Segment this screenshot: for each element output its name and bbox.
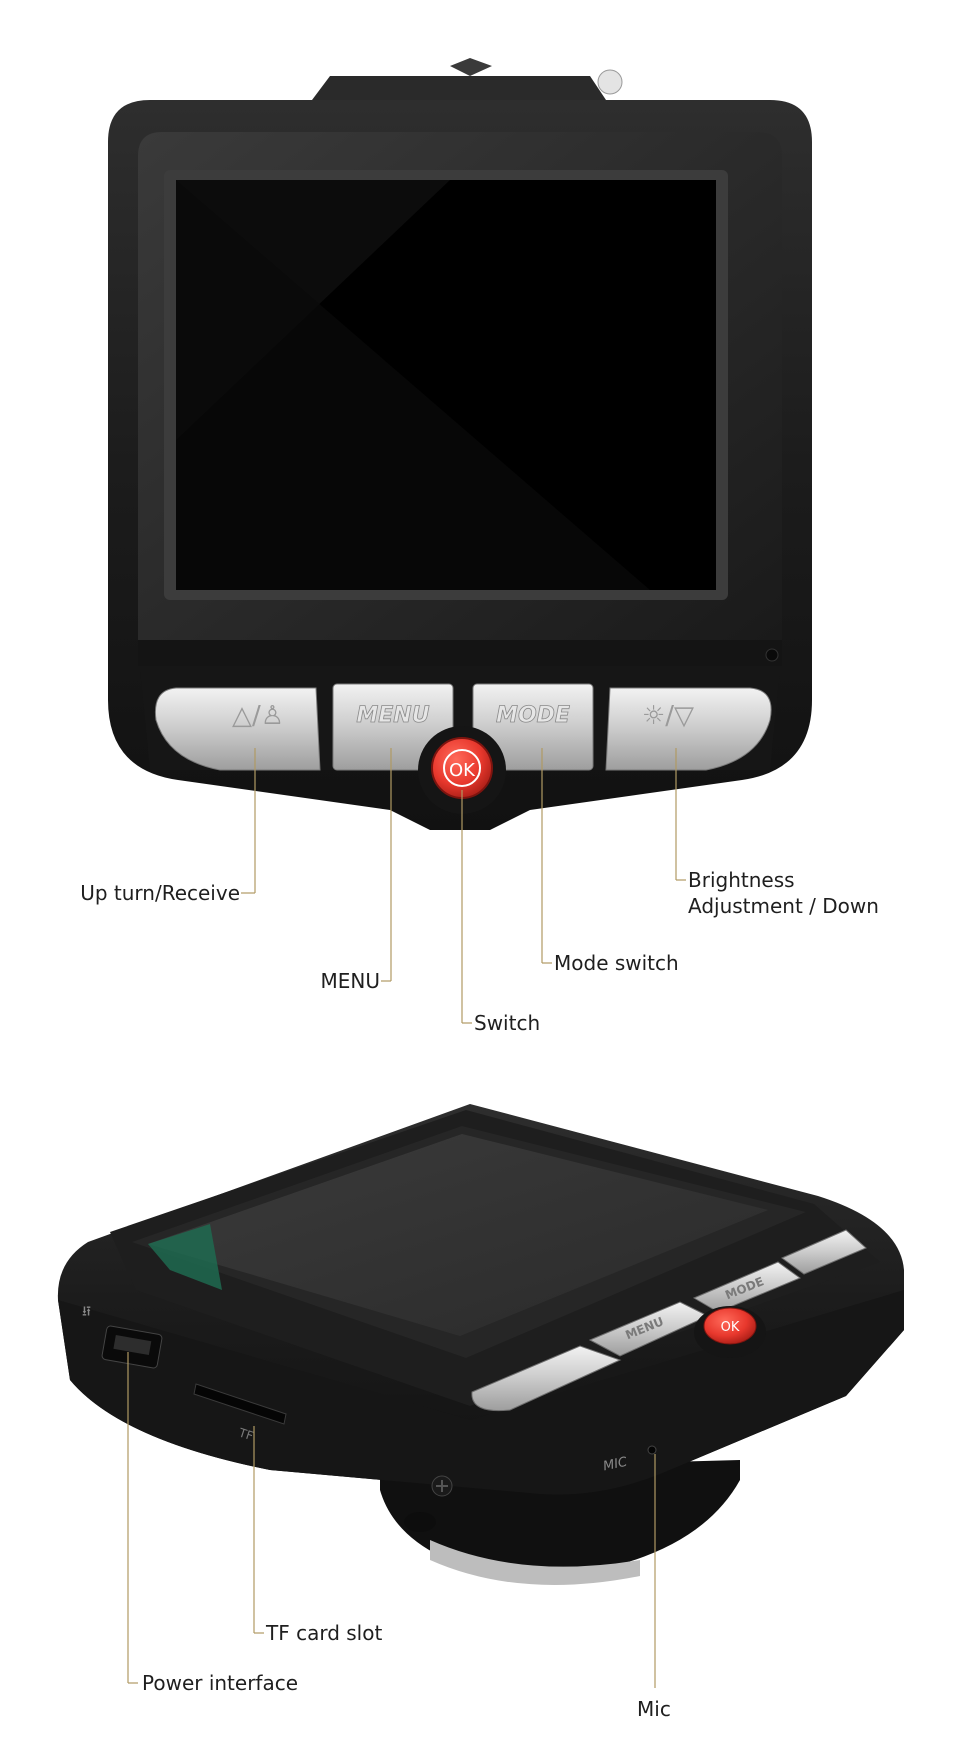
callout-tf-card-slot: TF card slot bbox=[266, 1621, 383, 1645]
down-button[interactable] bbox=[605, 687, 772, 771]
callout-menu: MENU bbox=[320, 969, 381, 993]
callout-mode-switch: Mode switch bbox=[554, 951, 679, 975]
side-ok-label: OK bbox=[721, 1320, 740, 1335]
menu-button-label: MENU bbox=[356, 703, 429, 728]
front-view: △/♙ MENU MODE ☼/▽ OK bbox=[108, 58, 812, 830]
side-view: MENU MODE OK ⭿ TF MIC bbox=[57, 1104, 905, 1585]
callout-mic: Mic bbox=[637, 1697, 671, 1721]
tf-mark: TF bbox=[236, 1425, 255, 1443]
down-button-glyph: ☼/▽ bbox=[642, 701, 694, 731]
callout-switch: Switch bbox=[474, 1011, 541, 1035]
side-leader-lines bbox=[127, 1352, 656, 1688]
front-leader-lines bbox=[241, 748, 686, 1024]
callout-brightness-line1: Brightness bbox=[688, 868, 795, 892]
mode-button[interactable] bbox=[472, 683, 594, 771]
up-button[interactable] bbox=[154, 687, 321, 771]
usb-mark: ⭿ bbox=[82, 1304, 91, 1320]
side-down-button[interactable] bbox=[781, 1229, 867, 1275]
callout-up-turn: Up turn/Receive bbox=[80, 881, 240, 905]
mic-mark: MIC bbox=[602, 1455, 630, 1475]
mic-hole bbox=[647, 1445, 657, 1455]
tf-card-slot bbox=[193, 1383, 287, 1425]
mode-button-label: MODE bbox=[496, 703, 570, 728]
side-screen bbox=[148, 1134, 768, 1336]
side-up-button[interactable] bbox=[471, 1345, 622, 1412]
up-button-glyph: △/♙ bbox=[232, 701, 284, 731]
callout-brightness: Brightness Adjustment / Down bbox=[688, 867, 879, 919]
front-ok-label: OK bbox=[449, 760, 476, 781]
side-ok-button[interactable] bbox=[703, 1307, 757, 1345]
side-mode-button[interactable] bbox=[692, 1261, 802, 1313]
callout-power-interface: Power interface bbox=[142, 1671, 299, 1695]
callout-brightness-line2: Adjustment / Down bbox=[688, 894, 879, 918]
